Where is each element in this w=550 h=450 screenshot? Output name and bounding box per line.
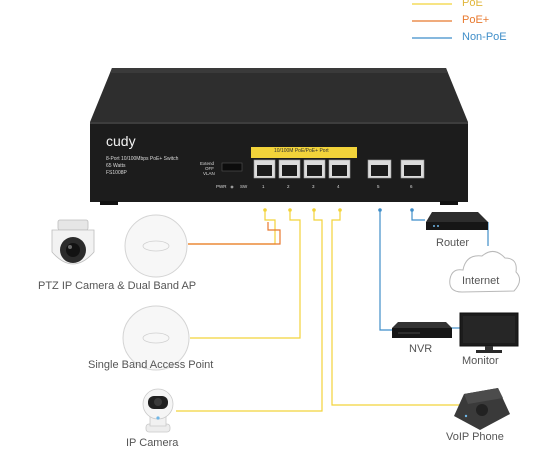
mode-label-vlan: VLAN — [203, 171, 215, 176]
poe-ports — [253, 159, 351, 179]
cable-ip-camera — [176, 210, 323, 412]
switch-model: FS1008P — [106, 170, 127, 176]
switch-front-edge — [90, 122, 468, 124]
cable-nvr — [379, 210, 394, 331]
cable-single-ap — [190, 210, 301, 339]
port-5-socket — [371, 165, 388, 176]
port-dot-2 — [288, 208, 292, 212]
port-dot-3 — [312, 208, 316, 212]
internet-cloud-icon — [449, 251, 520, 293]
legend-label-poe-plus: PoE+ — [462, 14, 490, 26]
cable-ptz-camera — [188, 222, 281, 245]
ptz-camera-icon — [51, 219, 95, 265]
brand-logo: cudy — [106, 133, 136, 149]
cable-voip-phone — [331, 210, 465, 406]
dual-band-ap-icon — [124, 214, 188, 278]
port-2-socket — [282, 165, 297, 176]
label-nvr: NVR — [409, 343, 433, 355]
single-band-ap-icon — [122, 305, 190, 371]
nvr-icon — [392, 322, 452, 338]
switch-watts: 65 Watts — [106, 163, 126, 169]
cable-dual-ap — [188, 210, 276, 245]
port-number-4: 4 — [337, 184, 340, 189]
label-router: Router — [436, 237, 470, 249]
port-6-socket — [404, 165, 421, 176]
mode-label-off: OFF — [205, 166, 214, 171]
cable-router — [411, 210, 425, 221]
poe-switch — [90, 68, 468, 205]
label-ptz-dual-ap: PTZ IP Camera & Dual Band AP — [38, 280, 197, 292]
poe-cables — [176, 210, 465, 412]
port-1-socket — [257, 165, 272, 176]
switch-foot-right — [440, 201, 458, 205]
port-4-socket — [332, 165, 347, 176]
port-number-1: 1 — [262, 184, 265, 189]
port-number-2: 2 — [287, 184, 290, 189]
port-3-socket — [307, 165, 322, 176]
mode-label-extend: Extend — [200, 161, 215, 166]
legend-label-non-poe: Non-PoE — [462, 31, 507, 43]
label-internet: Internet — [462, 275, 500, 287]
label-single-ap: Single Band Access Point — [88, 359, 214, 371]
monitor-icon — [459, 312, 519, 353]
switch-top-face — [90, 68, 468, 122]
switch-foot-left — [100, 201, 118, 205]
voip-phone-icon — [454, 388, 510, 430]
label-voip-phone: VoIP Phone — [446, 431, 504, 443]
sw-label: SW — [240, 184, 248, 189]
uplink-ports — [367, 159, 425, 179]
switch-top-highlight — [110, 68, 448, 73]
port-dot-5 — [378, 208, 382, 212]
router-icon — [426, 212, 488, 230]
legend-label-poe: PoE — [462, 0, 483, 9]
poe-header-label: 10/100M PoE/PoE+ Port — [274, 148, 329, 154]
power-led — [230, 185, 234, 189]
label-monitor: Monitor — [462, 355, 499, 367]
pwr-label: PWR — [216, 184, 227, 189]
port-dot-4 — [338, 208, 342, 212]
port-number-3: 3 — [312, 184, 315, 189]
port-dot-1 — [263, 208, 267, 212]
switch-description: 8-Port 10/100Mbps PoE+ Switch — [106, 156, 179, 162]
ip-camera-icon — [142, 388, 174, 433]
poe-header-bar — [251, 147, 357, 158]
mode-switch — [221, 162, 243, 172]
port-dot-6 — [410, 208, 414, 212]
port-number-5: 5 — [377, 184, 380, 189]
label-ip-camera: IP Camera — [126, 437, 179, 449]
port-number-6: 6 — [410, 184, 413, 189]
